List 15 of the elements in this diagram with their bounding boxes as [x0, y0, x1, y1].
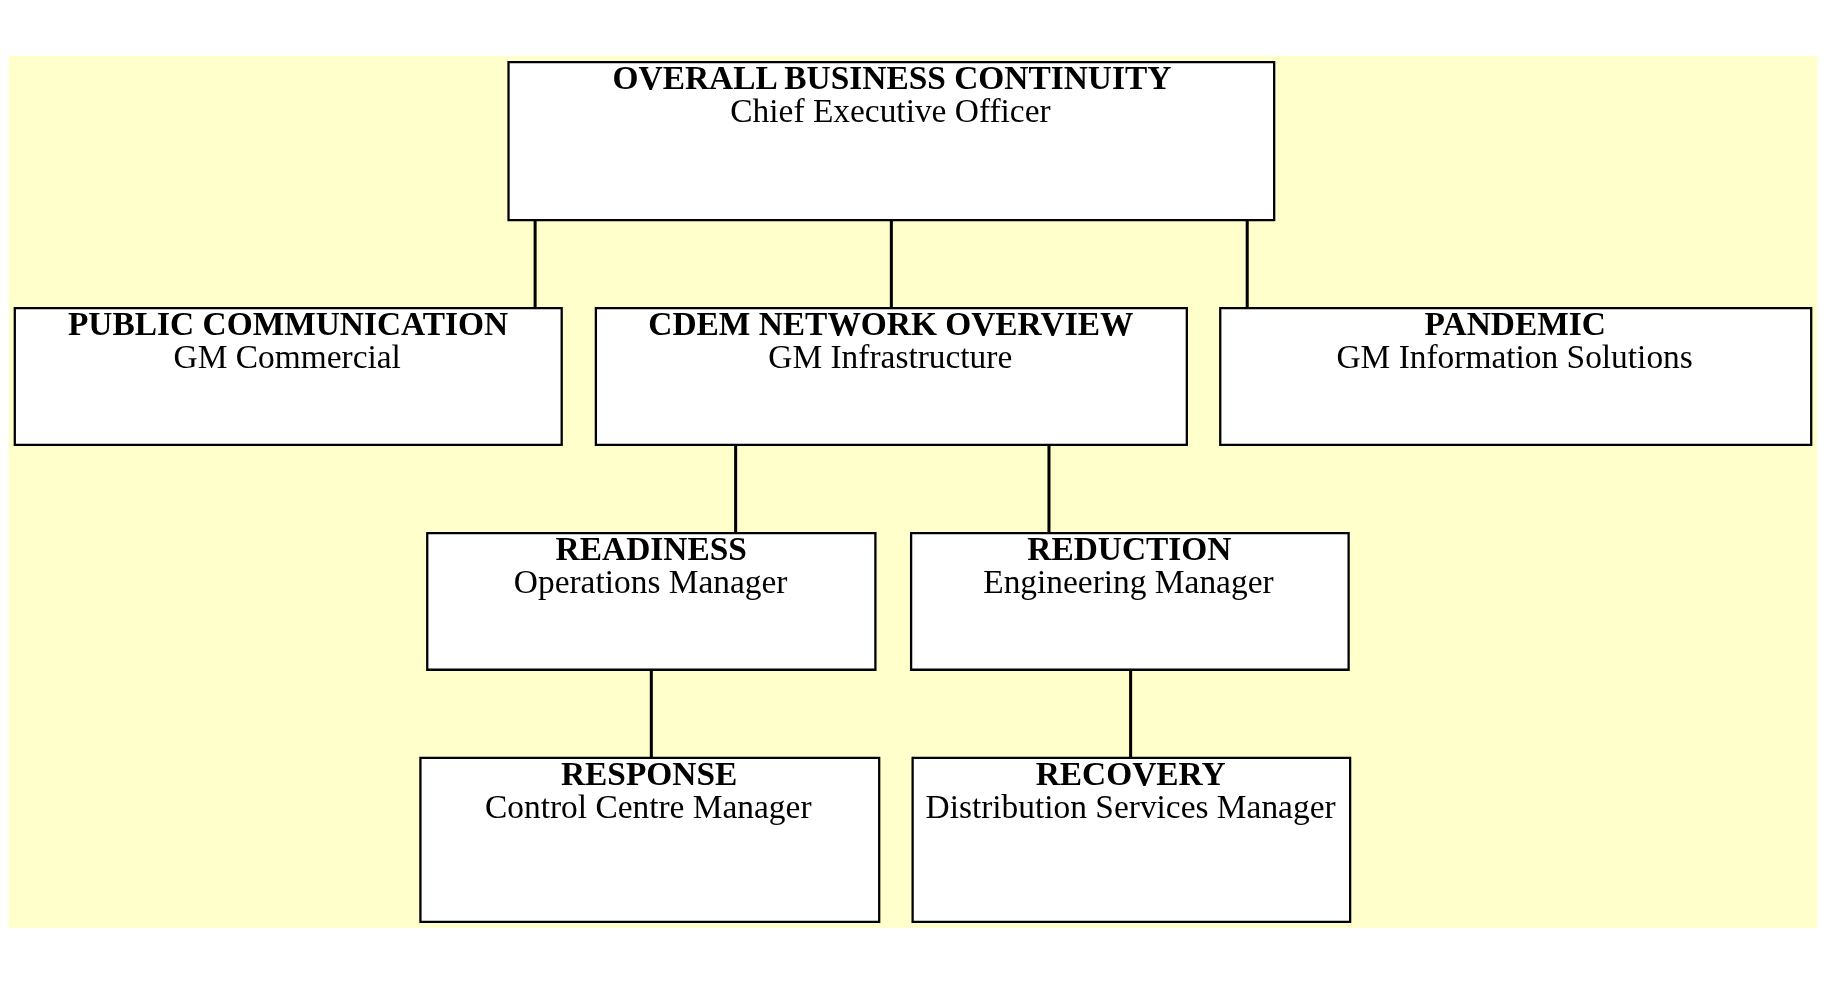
node-box: CDEM NETWORK OVERVIEW GM Infrastructure: [594, 307, 1188, 447]
connector: [533, 220, 537, 308]
connector: [1047, 445, 1051, 533]
connector: [734, 445, 738, 533]
connector: [889, 220, 893, 308]
node-box: RESPONSE Control Centre Manager: [419, 756, 881, 924]
connector: [649, 670, 653, 758]
node-box: PUBLIC COMMUNICATION GM Commercial: [13, 307, 563, 447]
node-box: OVERALL BUSINESS CONTINUITY Chief Executive Officer: [507, 60, 1276, 222]
node-box: READINESS Operations Manager: [426, 531, 877, 671]
node-box: RECOVERY Distribution Services Manager: [911, 756, 1352, 924]
connector: [1245, 220, 1249, 308]
connector: [1129, 670, 1133, 758]
node-box: REDUCTION Engineering Manager: [909, 531, 1350, 671]
node-box: PANDEMIC GM Information Solutions: [1219, 307, 1813, 447]
